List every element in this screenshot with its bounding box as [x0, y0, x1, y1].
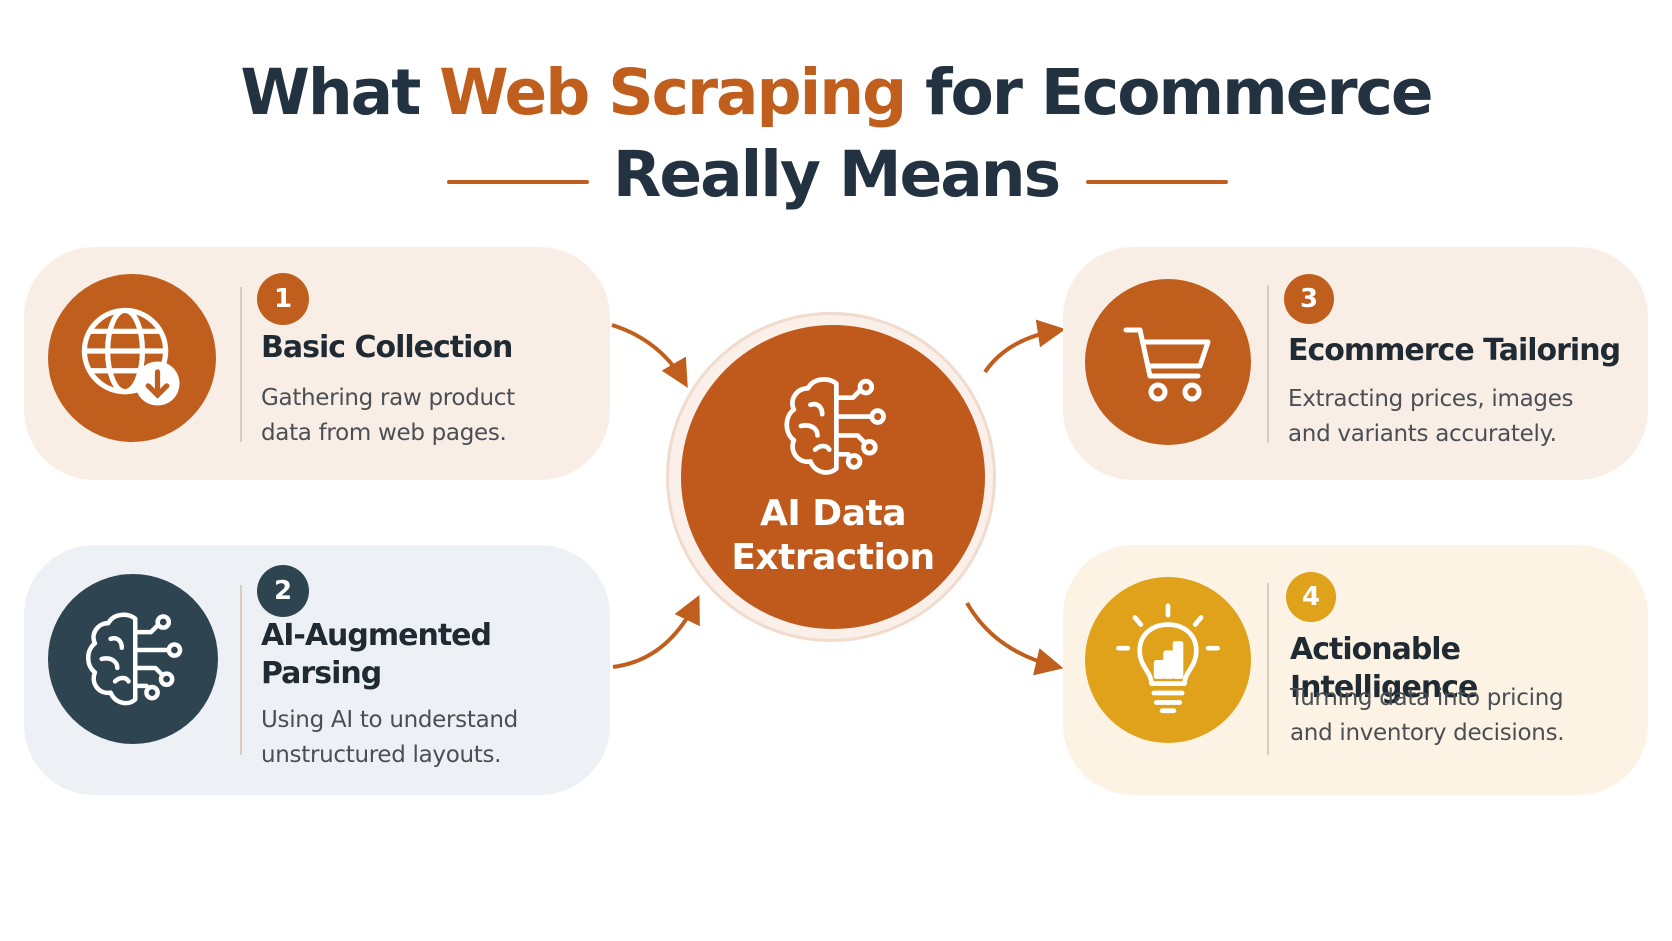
globe-download-icon: [81, 307, 180, 406]
arrow-hub-to-3: [983, 319, 1066, 374]
step-2-badge: 2: [257, 565, 309, 617]
title-rule-left: [447, 180, 589, 184]
page-title: What Web Scraping for Ecommerce Really M…: [0, 52, 1672, 216]
step-1-description: Gathering raw product data from web page…: [261, 385, 515, 446]
hub-label: AI Data Extraction: [731, 493, 935, 578]
brain-circuit-icon: [784, 377, 886, 475]
step-4-divider: [1267, 583, 1269, 755]
step-3-title: Ecommerce Tailoring: [1288, 333, 1621, 368]
step-2-description: Using AI to understand unstructured layo…: [261, 707, 518, 768]
title-line-2: Really Means: [612, 138, 1061, 211]
step-3-description: Extracting prices, images and variants a…: [1288, 386, 1574, 447]
step-2-divider: [240, 585, 242, 755]
title-highlight: Web Scraping: [439, 56, 907, 129]
brain-circuit-icon: [85, 612, 183, 706]
title-rule-right: [1086, 180, 1228, 184]
step-4-badge: 4: [1286, 572, 1336, 622]
step-card-4: 4 Actionable Intelligence Turning data i…: [1063, 545, 1648, 795]
step-card-1: 1 Basic Collection Gathering raw product…: [24, 247, 610, 480]
step-1-divider: [240, 287, 242, 442]
step-1-icon-circle: [48, 274, 216, 442]
step-card-2: 2 AI-Augmented Parsing Using AI to under…: [24, 545, 610, 795]
step-3-divider: [1267, 285, 1269, 443]
step-4-description: Turning data into pricing and inventory …: [1290, 685, 1565, 746]
step-2-title: AI-Augmented Parsing: [261, 618, 492, 691]
title-part1: What: [240, 56, 440, 129]
title-line-1: What Web Scraping for Ecommerce: [0, 52, 1672, 134]
step-card-3: 3 Ecommerce Tailoring Extracting prices,…: [1063, 247, 1648, 480]
lightbulb-chart-icon: [1116, 603, 1220, 714]
shopping-cart-icon: [1123, 327, 1211, 402]
step-3-badge: 3: [1284, 274, 1334, 324]
step-1-badge: 1: [257, 273, 309, 325]
arrow-hub-to-4: [965, 602, 1064, 676]
title-part2: for Ecommerce: [905, 56, 1434, 129]
arrow-2-to-hub: [612, 594, 700, 669]
arrow-1-to-hub: [611, 323, 688, 388]
step-4-icon-circle: [1085, 577, 1251, 743]
step-4-title: Actionable Intelligence: [1290, 632, 1478, 705]
step-1-title: Basic Collection: [261, 330, 513, 365]
step-2-icon-circle: [48, 574, 218, 744]
hub-circle: [681, 325, 985, 629]
step-3-icon-circle: [1085, 279, 1251, 445]
